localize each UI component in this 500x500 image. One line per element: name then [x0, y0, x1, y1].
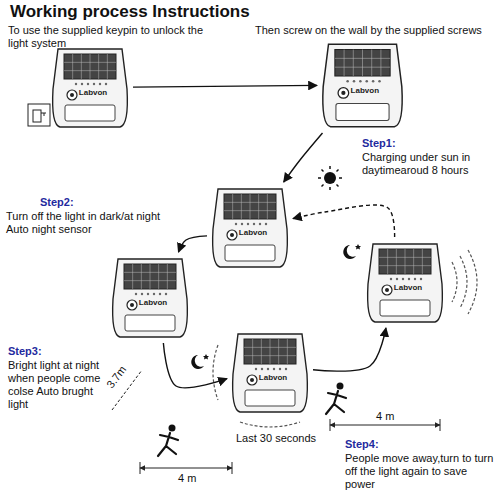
note-text: To use the supplied keypin to unlock the…: [8, 24, 213, 50]
note-text: 4 m: [376, 410, 394, 423]
person-running: [158, 425, 178, 457]
step-heading: Step4:: [345, 438, 379, 451]
flow-arrow: [163, 343, 227, 388]
note-text: 3.7m: [103, 362, 131, 393]
note-text: Then screw on the wall by the supplied s…: [255, 24, 495, 37]
flow-arrow: [284, 133, 323, 182]
solar-lamp: Labvon: [50, 45, 130, 130]
brand-logo: Labvon: [394, 284, 422, 292]
moon-symbol: [343, 244, 361, 259]
solar-lamp: Labvon: [365, 240, 445, 325]
brand-logo: Labvon: [239, 229, 267, 237]
lamp-outline: [320, 40, 405, 130]
keypin-inset: [28, 104, 50, 126]
lamp-outline: [365, 240, 445, 325]
brand-logo: Labvon: [79, 89, 107, 97]
brand-logo: Labvon: [139, 299, 167, 307]
solar-lamp: Labvon: [210, 185, 290, 270]
flow-arrow: [133, 85, 317, 87]
flow-arrow: [293, 205, 395, 237]
note-text: Bright light at night when people come c…: [8, 359, 106, 411]
person-running: [326, 383, 346, 415]
lamp-outline: [230, 330, 310, 415]
sun-symbol: [318, 166, 342, 190]
solar-lamp: Labvon: [110, 255, 190, 340]
note-text: 4 m: [178, 472, 196, 485]
brand-logo: Labvon: [351, 87, 379, 95]
note-text: Charging under sun in daytimearoud 8 hou…: [362, 151, 494, 177]
solar-lamp: Labvon: [320, 40, 405, 130]
note-text: Turn off the light in dark/at night Auto…: [6, 210, 174, 236]
note-text: People move away,turn to turn off the li…: [345, 452, 495, 491]
lamp-outline: [50, 45, 130, 130]
flow-arrow: [178, 236, 207, 252]
note-text: Last 30 seconds: [234, 432, 318, 445]
lamp-outline: [110, 255, 190, 340]
moon-symbol: [191, 354, 209, 369]
step-heading: Step3:: [8, 345, 42, 358]
solar-lamp: Labvon: [230, 330, 310, 415]
brand-logo: Labvon: [259, 374, 287, 382]
flow-arrow: [313, 328, 386, 371]
step-heading: Step2:: [40, 196, 74, 209]
lamp-outline: [210, 185, 290, 270]
step-heading: Step1:: [362, 137, 396, 150]
title: Working process Instructions: [10, 2, 250, 22]
